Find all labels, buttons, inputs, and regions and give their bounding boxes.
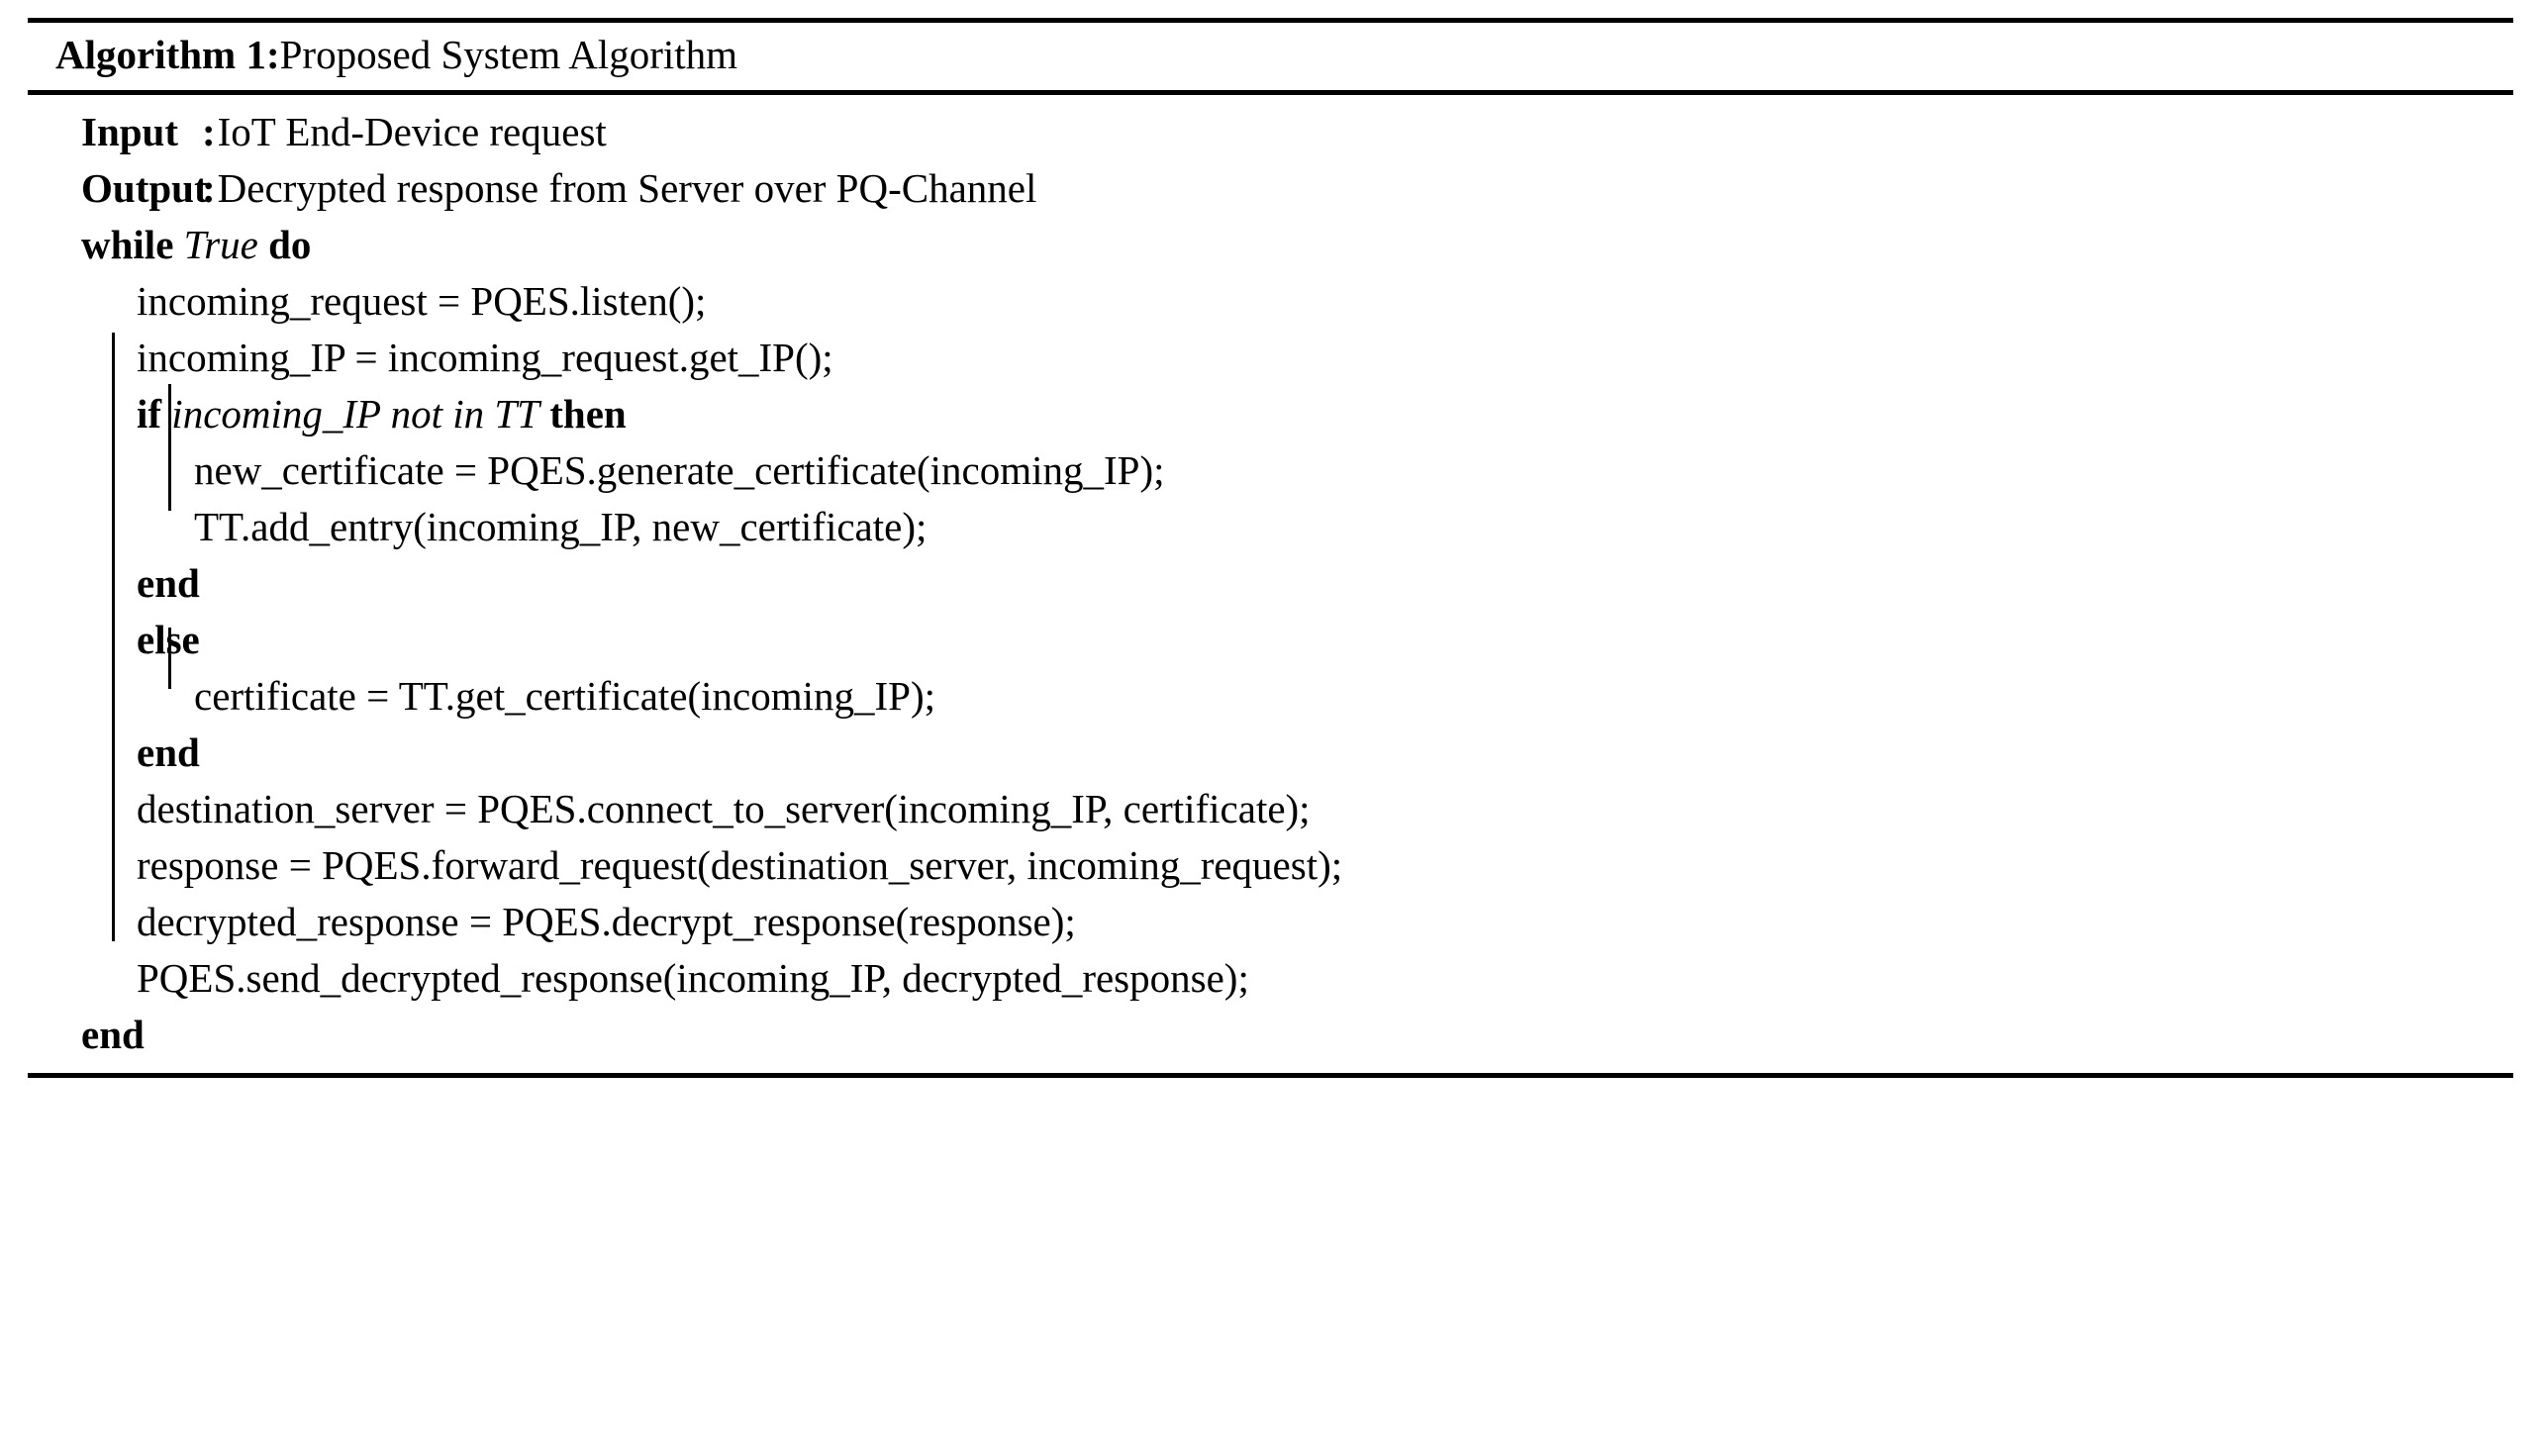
statement-text: new_certificate = PQES.generate_certific… — [194, 446, 1165, 493]
indent-guide-else — [168, 627, 171, 689]
input-colon: : — [202, 108, 216, 154]
statement-text: destination_server = PQES.connect_to_ser… — [137, 785, 1311, 831]
statement-generate-certificate: new_certificate = PQES.generate_certific… — [28, 447, 2513, 493]
algorithm-body: Input:IoT End-Device request Output:Decr… — [28, 95, 2513, 1073]
output-label: Output — [81, 164, 208, 211]
statement-text: decrypted_response = PQES.decrypt_respon… — [137, 898, 1076, 944]
bottom-rule — [28, 1072, 2513, 1078]
statement-connect-to-server: destination_server = PQES.connect_to_ser… — [28, 786, 2513, 831]
output-value: Decrypted response from Server over PQ-C… — [217, 164, 1037, 211]
while-statement: while True do — [28, 222, 2513, 267]
keyword-while: while — [81, 221, 174, 267]
keyword-end: end — [137, 559, 200, 606]
statement-text: incoming_request = PQES.listen(); — [137, 277, 707, 324]
while-condition: True — [183, 221, 258, 267]
output-colon: : — [202, 164, 216, 211]
statement-text: certificate = TT.get_certificate(incomin… — [194, 672, 936, 719]
indent-guide-while — [112, 332, 115, 941]
statement-send-decrypted-response: PQES.send_decrypted_response(incoming_IP… — [28, 955, 2513, 1001]
end-if: end — [28, 560, 2513, 606]
else-statement: else — [28, 617, 2513, 662]
if-condition: incoming_IP not in TT — [171, 390, 539, 437]
end-else: end — [28, 729, 2513, 775]
top-rule — [28, 18, 2513, 23]
statement-text: response = PQES.forward_request(destinat… — [137, 841, 1343, 888]
statement-text: TT.add_entry(incoming_IP, new_certificat… — [194, 503, 928, 549]
keyword-else: else — [137, 616, 200, 662]
input-line: Input:IoT End-Device request — [28, 109, 2513, 154]
keyword-end: end — [81, 1011, 145, 1057]
statement-add-entry: TT.add_entry(incoming_IP, new_certificat… — [28, 504, 2513, 549]
caption-rule — [28, 89, 2513, 95]
statement-decrypt-response: decrypted_response = PQES.decrypt_respon… — [28, 899, 2513, 944]
statement-text: incoming_IP = incoming_request.get_IP(); — [137, 334, 833, 380]
input-value: IoT End-Device request — [217, 108, 607, 154]
algorithm-caption: Algorithm 1:Proposed System Algorithm — [28, 23, 2513, 90]
statement-listen: incoming_request = PQES.listen(); — [28, 278, 2513, 324]
statement-text: PQES.send_decrypted_response(incoming_IP… — [137, 954, 1249, 1001]
indent-guide-if — [168, 383, 171, 511]
algorithm-float: Algorithm 1:Proposed System Algorithm In… — [28, 18, 2513, 1423]
input-label: Input — [81, 108, 179, 154]
if-statement: if incoming_IP not in TT then — [28, 391, 2513, 437]
keyword-then: then — [549, 390, 627, 437]
end-while: end — [28, 1012, 2513, 1057]
caption-label: Algorithm 1: — [55, 32, 280, 77]
keyword-if: if — [137, 390, 162, 437]
statement-get-certificate: certificate = TT.get_certificate(incomin… — [28, 673, 2513, 719]
statement-forward-request: response = PQES.forward_request(destinat… — [28, 842, 2513, 888]
keyword-do: do — [268, 221, 312, 267]
output-line: Output:Decrypted response from Server ov… — [28, 165, 2513, 211]
caption-title: Proposed System Algorithm — [279, 32, 738, 77]
statement-get-ip: incoming_IP = incoming_request.get_IP(); — [28, 335, 2513, 380]
keyword-end: end — [137, 728, 200, 775]
